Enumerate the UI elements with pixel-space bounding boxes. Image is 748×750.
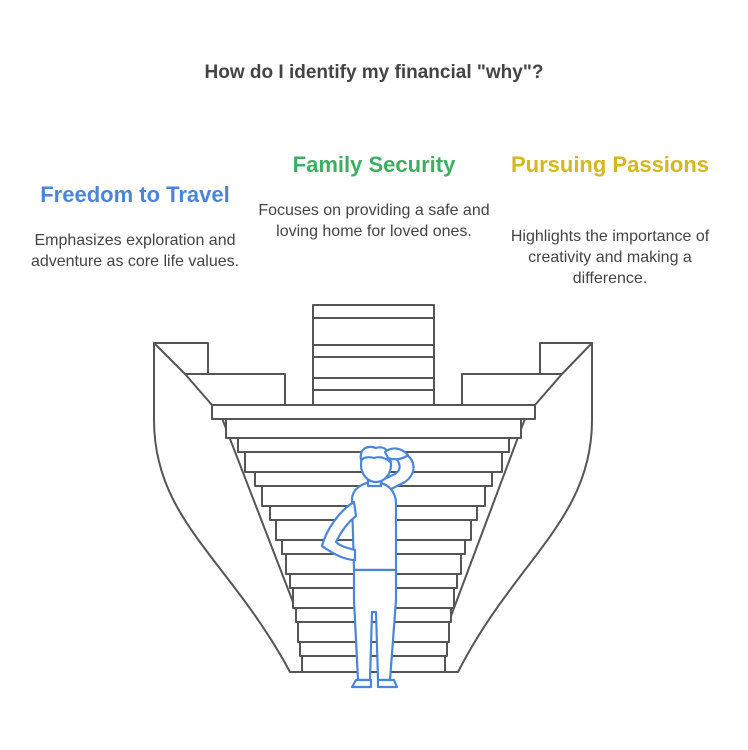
left-foot — [350, 678, 373, 689]
stairs-group — [153, 304, 593, 673]
step-16 — [301, 655, 446, 673]
torso — [350, 480, 398, 572]
step-2 — [225, 418, 522, 439]
page-title: How do I identify my financial "why"? — [204, 62, 544, 83]
center-tower — [312, 304, 435, 406]
heading-freedom-to-travel: Freedom to Travel — [40, 182, 230, 207]
step-14 — [297, 621, 450, 643]
right-foot — [376, 678, 399, 689]
heading-pursuing-passions: Pursuing Passions — [510, 152, 710, 177]
person-thinking-icon — [320, 445, 415, 689]
description-family-security: Focuses on providing a safe and loving h… — [258, 202, 490, 240]
hand — [383, 447, 410, 461]
hip-arm — [320, 500, 358, 562]
hair — [359, 445, 392, 464]
step-1 — [211, 404, 536, 420]
description-pursuing-passions: Highlights the importance of creativity … — [510, 228, 710, 287]
description-freedom-to-travel: Emphasizes exploration and adventure as … — [30, 232, 240, 270]
heading-family-security: Family Security — [292, 152, 456, 177]
legs — [352, 568, 398, 682]
step-15 — [299, 641, 448, 657]
